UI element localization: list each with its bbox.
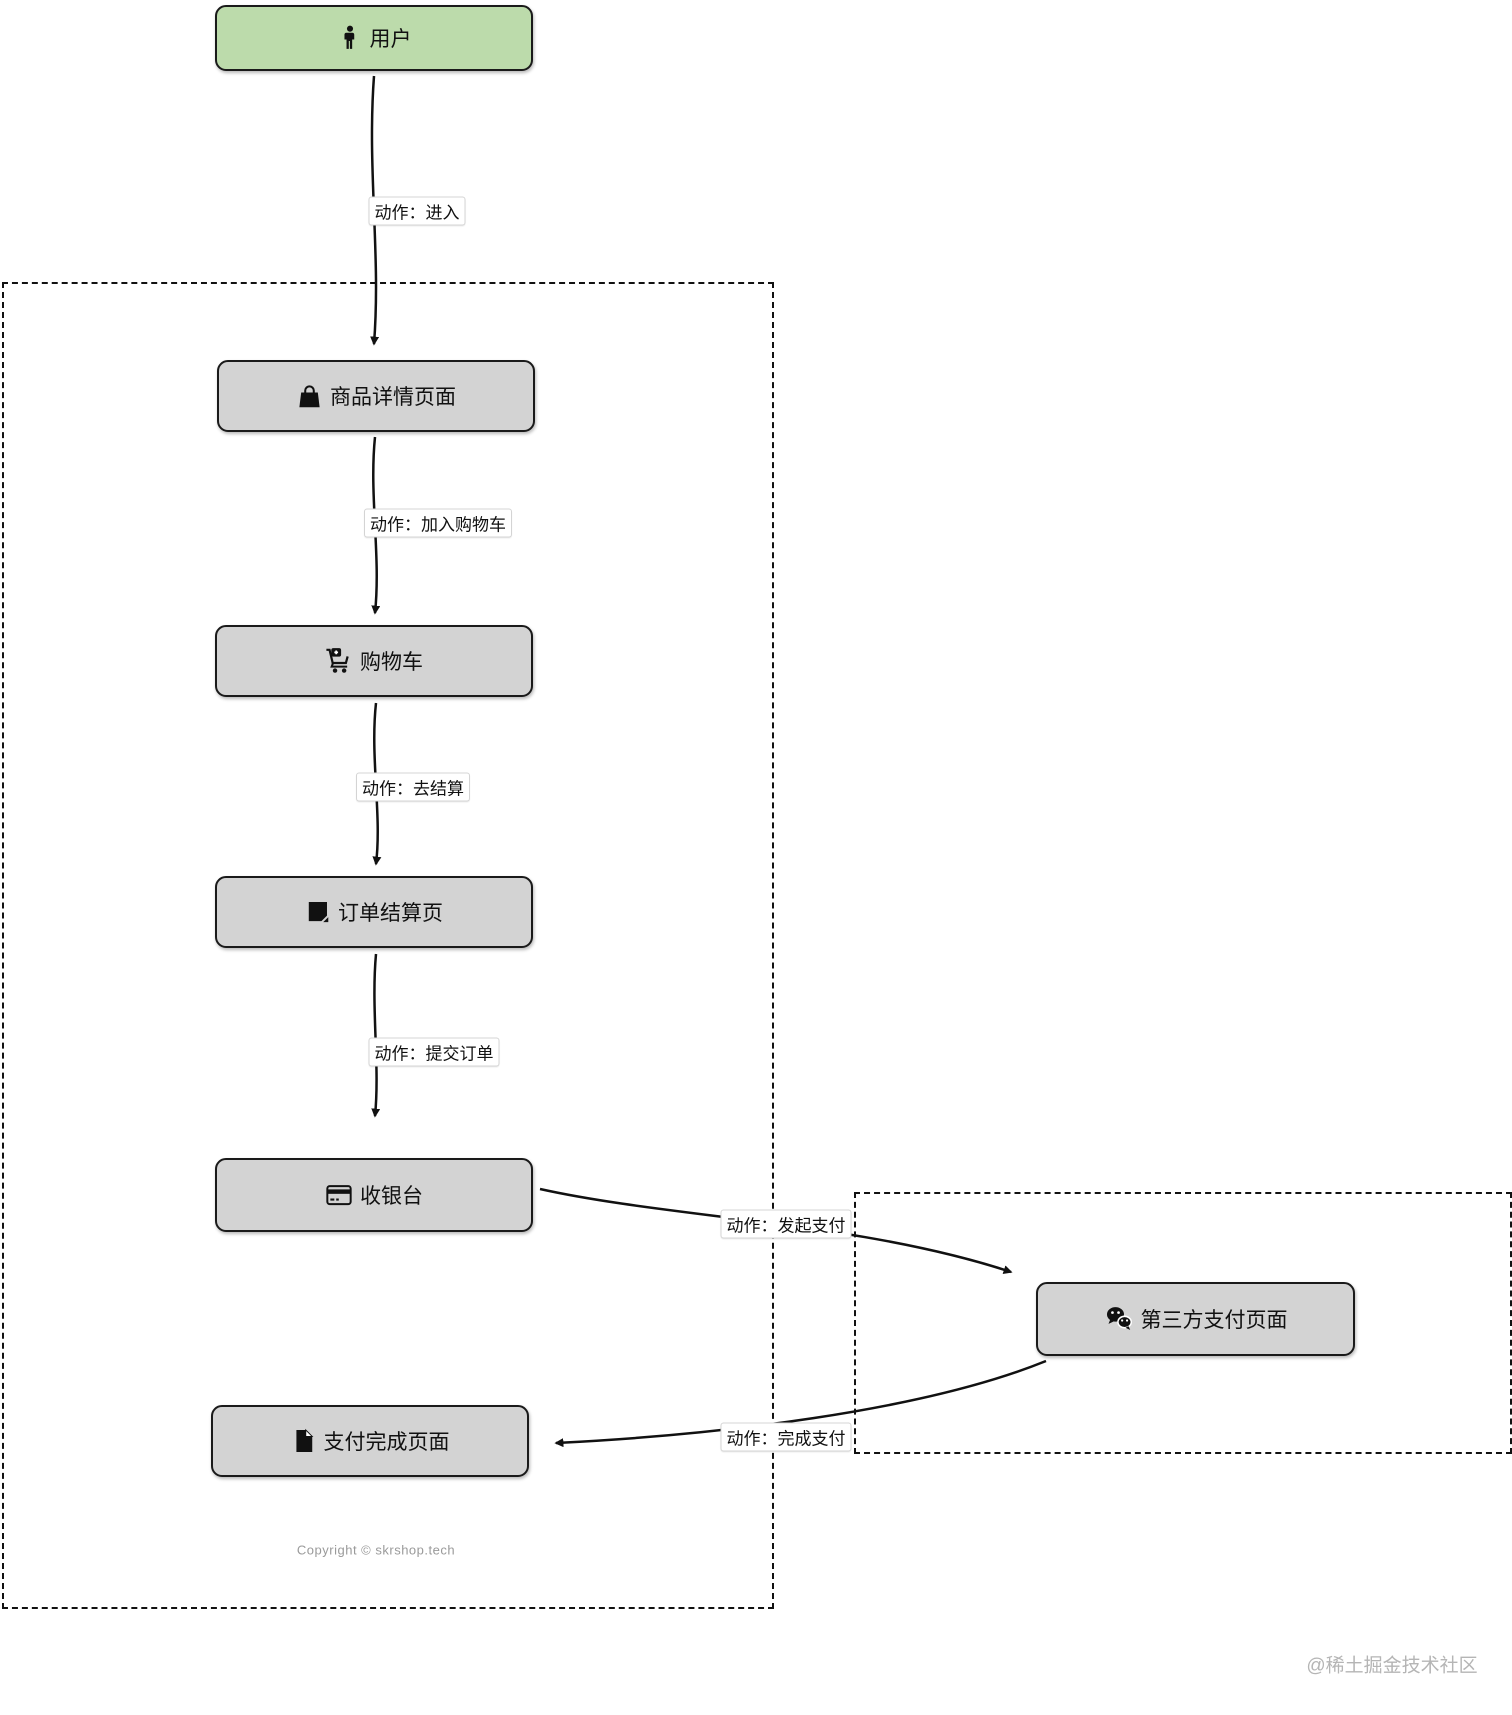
credit-card-icon xyxy=(325,1181,353,1209)
watermark-text: @稀土掘金技术社区 xyxy=(1306,1655,1478,1677)
node-payment-done: 支付完成页面 xyxy=(211,1405,529,1477)
node-label: 用户 xyxy=(369,28,412,51)
node-cart: 购物车 xyxy=(215,625,533,697)
edge-label-complete-payment: 动作：完成支付 xyxy=(720,1422,852,1452)
edge-label-add-to-cart: 动作：加入购物车 xyxy=(364,508,512,538)
edge-label-enter: 动作：进入 xyxy=(368,196,466,226)
node-label: 第三方支付页面 xyxy=(1140,1309,1288,1332)
node-label: 支付完成页面 xyxy=(323,1431,450,1454)
node-order-checkout: 订单结算页 xyxy=(215,876,533,948)
edge-label-initiate-payment: 动作：发起支付 xyxy=(720,1209,852,1239)
node-label: 商品详情页面 xyxy=(330,386,456,409)
node-product-detail: 商品详情页面 xyxy=(217,360,535,432)
node-label: 购物车 xyxy=(360,651,423,674)
file-icon xyxy=(291,1428,317,1454)
node-third-party-payment: 第三方支付页面 xyxy=(1036,1282,1355,1356)
node-user: 用户 xyxy=(215,5,533,71)
edge-label-go-checkout: 动作：去结算 xyxy=(356,772,470,802)
node-cashier: 收银台 xyxy=(215,1158,533,1232)
copyright-text: Copyright © skrshop.tech xyxy=(296,1542,456,1558)
sticky-note-icon xyxy=(305,899,331,925)
third-party-boundary xyxy=(854,1192,1512,1454)
person-icon xyxy=(337,25,363,51)
edge-label-submit-order: 动作：提交订单 xyxy=(368,1037,500,1067)
wechat-icon xyxy=(1104,1305,1134,1333)
node-label: 收银台 xyxy=(360,1185,423,1208)
shopping-bag-icon xyxy=(296,383,323,410)
node-label: 订单结算页 xyxy=(338,902,443,925)
shop-flow-boundary xyxy=(2,282,774,1609)
cart-plus-icon xyxy=(325,647,353,675)
